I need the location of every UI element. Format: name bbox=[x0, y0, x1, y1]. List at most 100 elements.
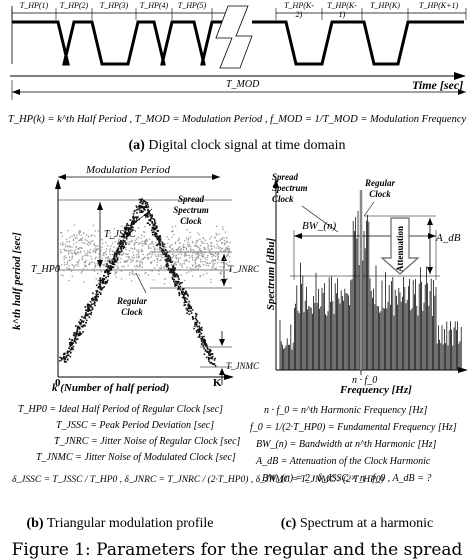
regular-clock-point bbox=[150, 256, 152, 258]
regular-clock-point bbox=[61, 232, 63, 234]
spread-clock-point bbox=[59, 360, 61, 362]
spread-clock-point bbox=[149, 219, 151, 221]
spread-clock-point bbox=[155, 225, 158, 227]
regular-clock-point bbox=[219, 279, 221, 281]
figure-caption: Figure 1: Parameters for the regular and… bbox=[11, 540, 463, 560]
regular-clock-point bbox=[192, 257, 194, 259]
regular-clock-point bbox=[114, 271, 116, 273]
regular-clock-point bbox=[80, 238, 82, 240]
spread-clock-point bbox=[121, 242, 123, 245]
spread-clock-point bbox=[138, 205, 140, 208]
regular-clock-point bbox=[166, 250, 168, 252]
regular-clock-point bbox=[130, 247, 132, 249]
spread-clock-point bbox=[111, 260, 114, 263]
regular-clock-point bbox=[196, 252, 198, 254]
regular-clock-point bbox=[177, 261, 179, 263]
regular-clock-point bbox=[93, 270, 96, 272]
regular-clock-point bbox=[104, 252, 106, 254]
regular-clock-point bbox=[175, 225, 177, 227]
spread-clock-point bbox=[130, 223, 133, 226]
spread-clock-point bbox=[132, 229, 134, 231]
spread-clock-point bbox=[98, 279, 101, 282]
spread-clock-point bbox=[66, 352, 69, 355]
spread-clock-point bbox=[208, 352, 210, 355]
regular-clock-point bbox=[80, 234, 83, 236]
regular-clock-point bbox=[221, 237, 223, 239]
regular-clock-point bbox=[94, 265, 97, 267]
regular-clock-point bbox=[190, 249, 192, 251]
regular-clock-point bbox=[198, 233, 201, 236]
regular-clock-point bbox=[122, 253, 124, 255]
regular-clock-point bbox=[221, 242, 224, 244]
regular-clock-point bbox=[200, 240, 203, 242]
regular-clock-point bbox=[161, 257, 163, 259]
spread-clock-point bbox=[161, 241, 164, 244]
regular-clock-point bbox=[197, 256, 200, 259]
regular-clock-point bbox=[73, 267, 75, 269]
clock-definitions: T_HP(k) = k^th Half Period , T_MOD = Mod… bbox=[8, 114, 467, 125]
regular-clock-point bbox=[203, 251, 205, 253]
spread-clock-point bbox=[68, 350, 71, 353]
regular-clock-point bbox=[177, 278, 179, 281]
regular-clock-point bbox=[75, 237, 77, 239]
spread-clock-point bbox=[132, 226, 134, 229]
regular-clock-point bbox=[135, 249, 138, 251]
regular-clock-point bbox=[75, 252, 77, 254]
spread-clock-point bbox=[166, 251, 169, 253]
spread-clock-point bbox=[118, 253, 121, 256]
spread-clock-point bbox=[170, 259, 172, 261]
spread-clock-point bbox=[182, 288, 185, 290]
spread-clock-point bbox=[67, 351, 69, 353]
spread-clock-point bbox=[86, 305, 89, 307]
regular-clock-point bbox=[211, 255, 213, 258]
regular-clock-point bbox=[166, 236, 168, 238]
regular-clock-point bbox=[186, 266, 188, 269]
regular-clock-point bbox=[204, 257, 207, 259]
regular-clock-point bbox=[159, 259, 161, 262]
regular-clock-point bbox=[93, 261, 95, 264]
regular-clock-point bbox=[137, 227, 140, 229]
regular-clock-point bbox=[145, 271, 147, 273]
adb-label: A_dB bbox=[436, 232, 461, 244]
tjnmc-label: T_JNMC bbox=[226, 361, 260, 371]
regular-clock-point bbox=[188, 261, 190, 263]
regular-clock-point bbox=[120, 257, 122, 260]
regular-clock-point bbox=[97, 248, 99, 250]
regular-clock-point bbox=[225, 240, 228, 243]
regular-clock-point bbox=[173, 255, 175, 257]
spread-clock-point bbox=[132, 216, 134, 219]
spread-clock-point bbox=[82, 320, 84, 323]
regular-clock-point bbox=[128, 273, 130, 276]
regular-clock-point bbox=[82, 255, 84, 257]
period-label: T_HP(K) bbox=[370, 1, 400, 10]
regular-clock-point bbox=[147, 257, 150, 260]
regular-clock-point bbox=[87, 244, 90, 246]
regular-clock-point bbox=[64, 250, 66, 252]
regular-clock-point bbox=[177, 247, 179, 249]
spread-clock-point bbox=[195, 330, 198, 332]
spread-clock-point bbox=[122, 239, 125, 242]
spread-clock-point bbox=[118, 241, 121, 244]
regular-clock-point bbox=[136, 266, 138, 268]
regular-clock-point bbox=[161, 243, 163, 246]
regular-clock-point bbox=[212, 264, 215, 266]
regular-clock-point bbox=[73, 252, 76, 254]
regular-clock-point bbox=[171, 230, 173, 233]
spread-clock-point bbox=[202, 341, 204, 344]
regular-clock-point bbox=[222, 262, 224, 264]
spread-clock-point bbox=[96, 291, 98, 294]
spread-clock-point bbox=[120, 235, 123, 238]
regular-clock-point bbox=[110, 262, 112, 265]
regular-clock-point bbox=[101, 239, 104, 241]
regular-clock-point bbox=[227, 264, 229, 266]
regular-clock-point bbox=[215, 252, 217, 254]
regular-clock-point bbox=[172, 249, 175, 251]
spread-clock-point bbox=[189, 304, 191, 307]
regular-clock-point bbox=[78, 247, 81, 249]
spread-clock-point bbox=[181, 281, 183, 284]
x-axis-label-b: k (Number of half period) bbox=[52, 382, 170, 394]
spread-clock-point bbox=[103, 278, 106, 281]
regular-clock-point bbox=[201, 242, 203, 244]
regular-clock-point bbox=[166, 252, 168, 254]
regular-clock-point bbox=[159, 237, 162, 239]
